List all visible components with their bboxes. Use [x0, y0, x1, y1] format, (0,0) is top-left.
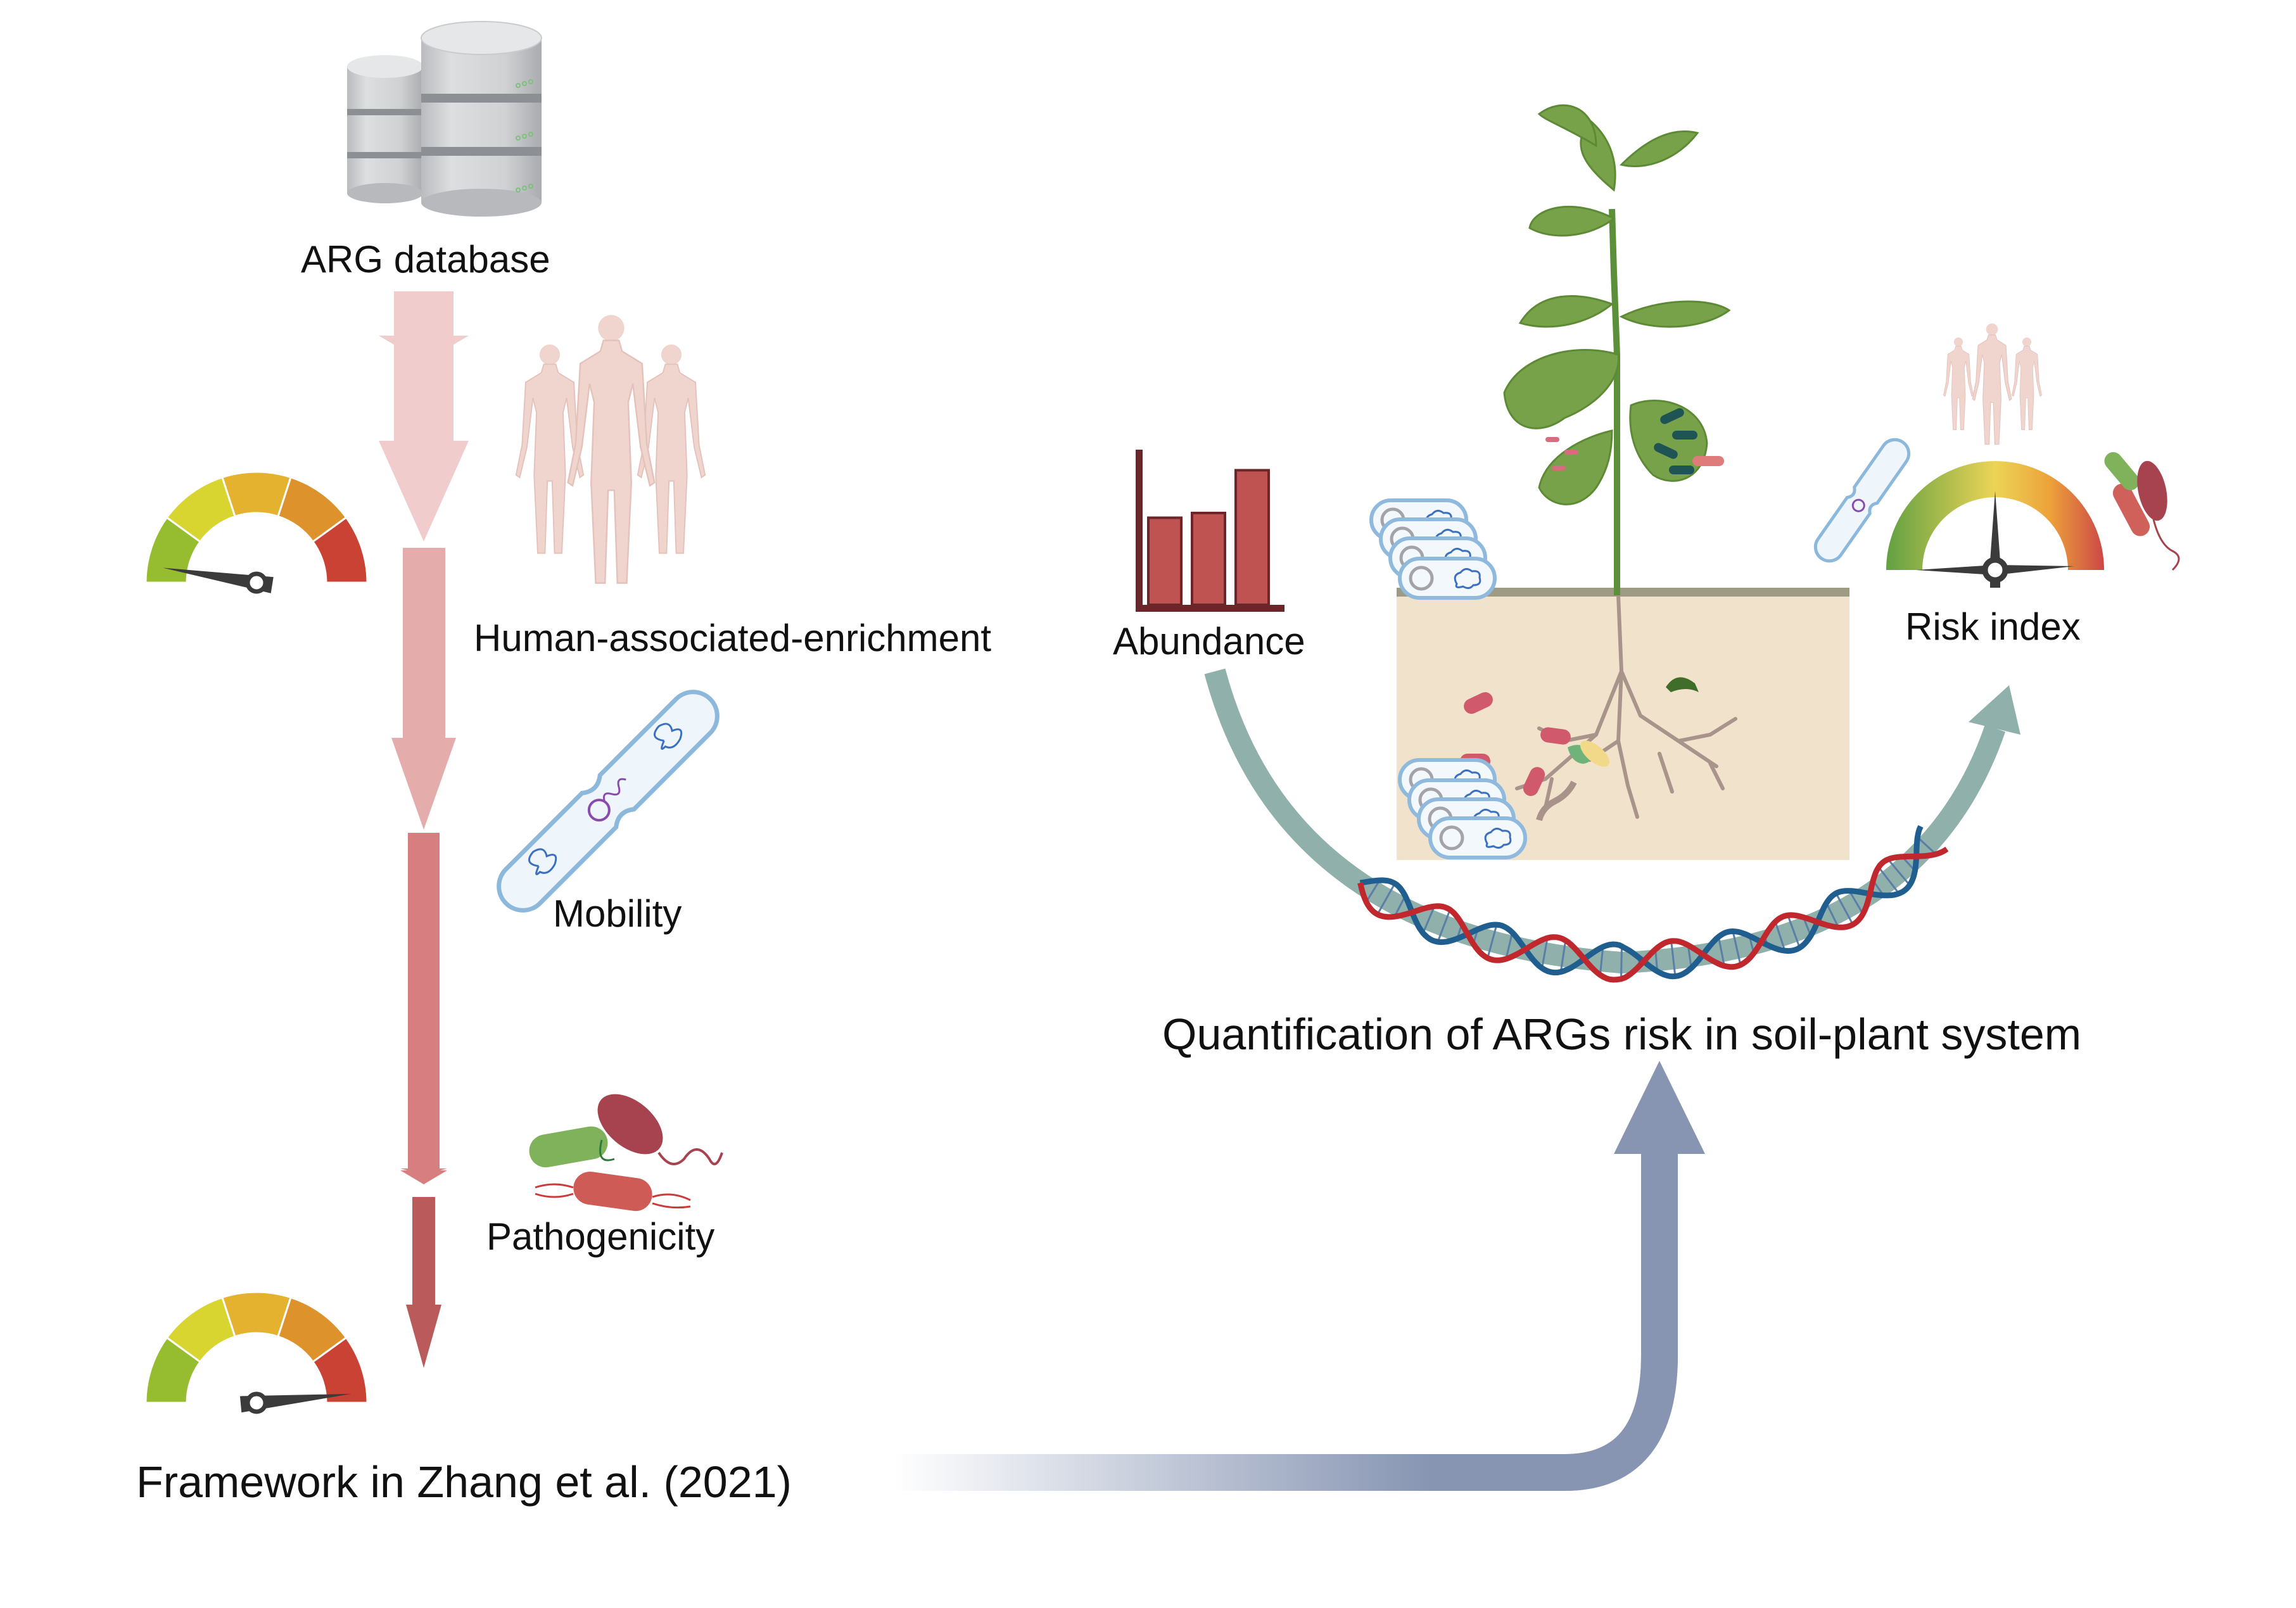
gauge-segment: [311, 1336, 369, 1404]
dna-strand-a: [1357, 846, 1949, 983]
dna-base-pair: [1835, 892, 1854, 925]
dna-base-pair: [1559, 940, 1567, 972]
risk-index-label: Risk index: [1905, 605, 2081, 648]
leaf: [1620, 130, 1699, 168]
dna-base-pair: [1732, 931, 1742, 965]
pathogen-bacteria-small-icon: [2104, 452, 2180, 571]
leaf: [1528, 205, 1616, 237]
dna-base-pair: [1437, 909, 1451, 942]
gauge-pivot: [245, 1391, 268, 1414]
risk-gauge-needle-right: [1995, 565, 2074, 575]
risk-gauge-needle: [1989, 491, 2001, 570]
risk-gauge-icon-bottom: [144, 1291, 369, 1414]
dna-base-pair: [1654, 949, 1659, 972]
leaf: [1503, 349, 1620, 429]
abundance-chart-icon: [1136, 450, 1284, 612]
arg-database-label: ARG database: [301, 238, 550, 281]
plasmid-cells-surface: [1371, 500, 1495, 598]
pathogenicity-label: Pathogenicity: [486, 1215, 715, 1258]
soil-surface: [1397, 588, 1849, 597]
dna-base-pair: [1877, 866, 1900, 894]
abundance-bar: [1234, 469, 1270, 606]
step-arrow-1-shape: [379, 307, 469, 541]
dna-helix-icon: [1357, 825, 1949, 983]
mobile-bacterium-icon: [497, 690, 720, 913]
leaf: [1518, 295, 1614, 328]
dna-base-pair: [1687, 945, 1692, 968]
risk-gauge-icon-top: [144, 471, 369, 594]
chart-x-axis: [1136, 605, 1284, 612]
dna-base-pair: [1505, 932, 1514, 959]
chart-y-axis: [1136, 450, 1143, 611]
dna-base-pair: [1887, 858, 1911, 886]
abundance-bar: [1191, 512, 1226, 606]
mobile-bacterium-small-icon: [1813, 438, 1911, 563]
leaf: [1629, 400, 1708, 482]
gauge-needle: [239, 1393, 352, 1413]
abundance-label: Abundance: [1113, 620, 1305, 662]
dna-base-pair: [1774, 921, 1786, 951]
abundance-bar: [1147, 516, 1183, 606]
human-figures-small-icon: [1943, 323, 2042, 445]
dna-base-pair: [1917, 836, 1937, 855]
dna-base-pair: [1393, 895, 1406, 918]
risk-gauge-arc: [1886, 461, 2104, 570]
dna-base-pair: [1848, 890, 1864, 915]
leaf: [1619, 300, 1731, 328]
soil-plant-system: [1371, 104, 1849, 860]
step-arrow-4: [406, 1197, 441, 1368]
dna-base-pair: [1717, 936, 1725, 966]
dna-base-pair: [1670, 940, 1677, 977]
leaf: [1537, 104, 1597, 148]
risk-gauge-icon-right: [1886, 461, 2104, 588]
risk-gauge-pivot: [1982, 557, 2008, 583]
figure-title: Quantification of ARGs risk in soil-plan…: [1162, 1010, 2082, 1059]
human-associated-enrichment-label: Human-associated-enrichment: [474, 617, 992, 659]
connector-arrow: [893, 1061, 1705, 1491]
leaf: [1538, 429, 1613, 505]
dna-base-pair: [1599, 946, 1604, 975]
gauge-needle: [162, 567, 274, 593]
dna-base-pair: [1365, 880, 1381, 902]
gauge-segment: [311, 516, 369, 584]
mobility-label: Mobility: [553, 892, 682, 935]
risk-gauge-needle-left: [1916, 565, 1995, 575]
gauge-pivot: [245, 571, 268, 594]
step-arrow-3: [400, 833, 447, 1175]
dna-base-pair: [1487, 924, 1498, 959]
dna-base-pair: [1422, 906, 1436, 934]
dna-base-pair: [1787, 915, 1801, 949]
pathogen-bacteria-icon: [529, 1094, 723, 1212]
dna-base-pair: [1541, 937, 1549, 968]
step-arrow-2: [391, 548, 456, 830]
dna-base-pair: [1825, 902, 1839, 928]
framework-label: Framework in Zhang et al. (2021): [136, 1457, 792, 1507]
arrow-chain: [379, 307, 469, 1368]
database-icon: [347, 21, 542, 217]
human-figures-icon: [515, 314, 706, 584]
dna-base-pair: [1376, 883, 1396, 915]
